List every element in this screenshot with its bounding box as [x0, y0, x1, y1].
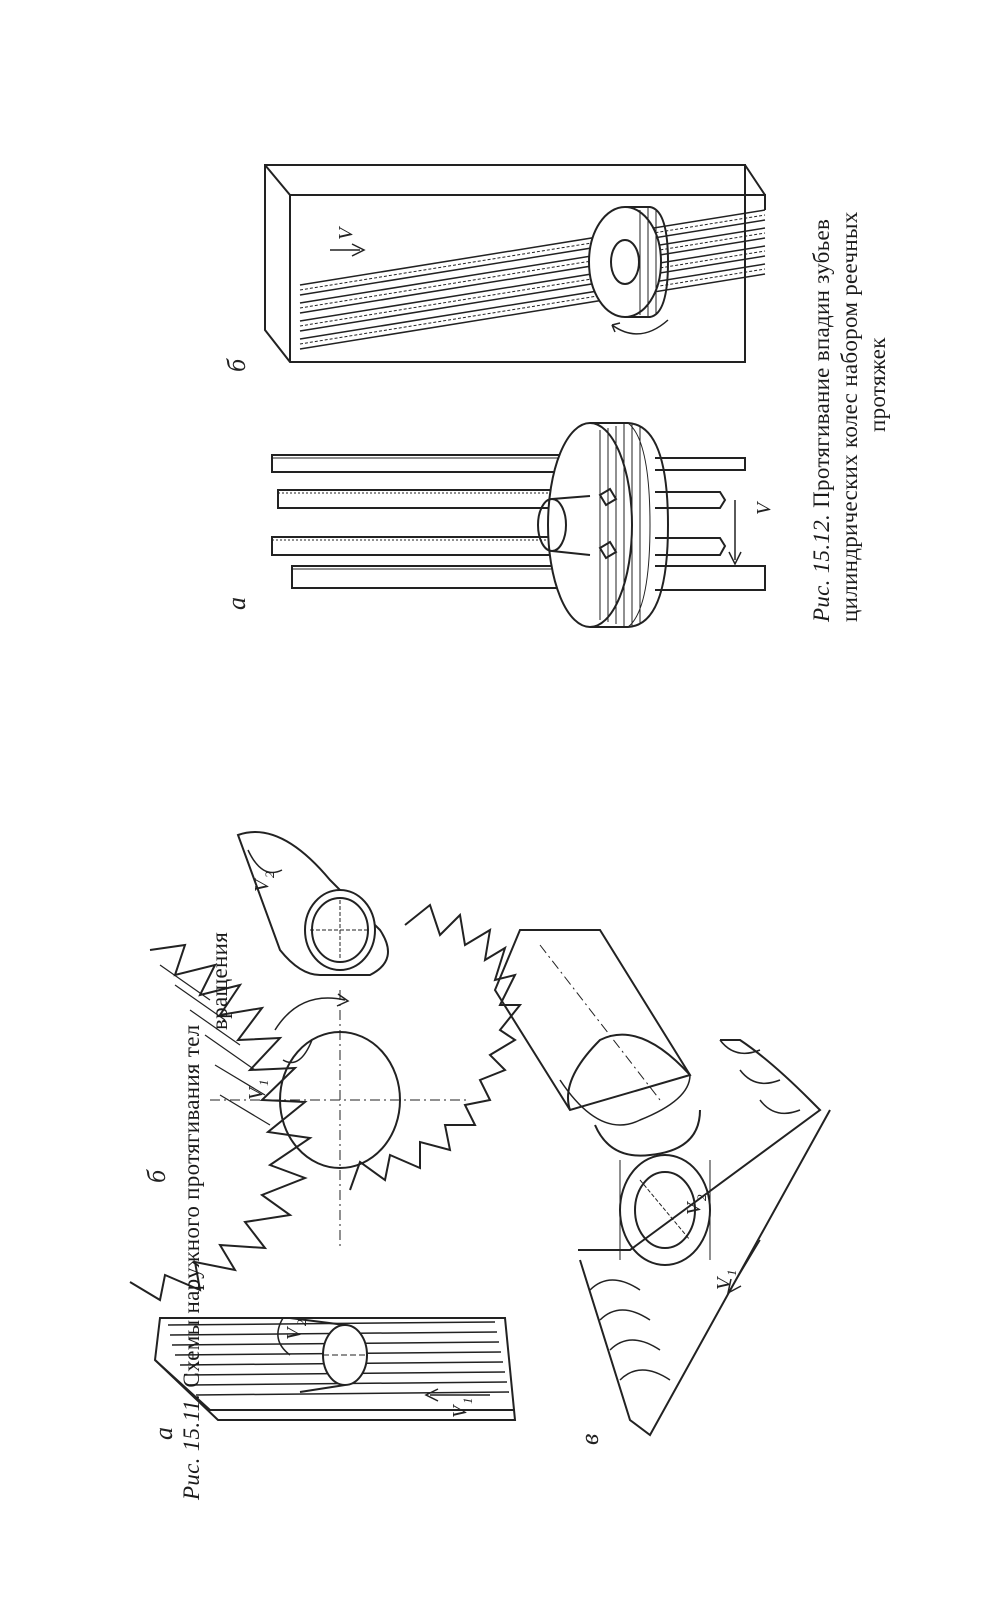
fig11-a-v2-sub: 2 — [294, 1319, 309, 1326]
fig11-caption: Рис. 15.11. Схемы наружного протягивания… — [178, 740, 234, 1500]
fig11-a-v1-label: V — [449, 1403, 471, 1418]
fig12-caption-line1: Протягивание впадин зубьев — [809, 218, 834, 508]
fig11-a-v1-sub: 1 — [460, 1398, 475, 1405]
fig11-a-v2-label: V — [283, 1325, 305, 1340]
fig11-v-motion-arrow — [726, 1239, 761, 1295]
fig11-v-v2-sub: 2 — [694, 1194, 709, 1201]
fig11-b-v2-sub: 2 — [262, 871, 277, 878]
fig12-caption-line2: цилиндрических колес набором реечных — [837, 211, 862, 623]
fig11-label-v: в — [575, 1434, 604, 1445]
fig12-caption-prefix: Рис. 15.12. — [809, 513, 834, 622]
fig11-v-v1-label: V — [713, 1275, 735, 1290]
fig11-label-b: б — [142, 1169, 171, 1183]
fig12-panel-a-drawing — [271, 422, 766, 628]
fig12-a-motion-arrow — [728, 500, 742, 566]
fig11-panel-a-drawing — [153, 1317, 517, 1421]
fig12-label-b: б — [222, 358, 251, 372]
fig11-b-v1-label: V — [245, 1085, 267, 1100]
figure-15-11 — [129, 831, 831, 1437]
fig11-caption-line2: вращения — [207, 931, 232, 1030]
fig11-caption-line1: Схемы наружного протягивания тел — [179, 1024, 204, 1388]
fig11-panel-v-drawing — [493, 929, 831, 1437]
fig12-b-v-label: V — [335, 225, 357, 240]
fig12-caption: Рис. 15.12. Протягивание впадин зубьев ц… — [808, 142, 892, 623]
fig12-caption-line3: протяжек — [865, 337, 890, 432]
fig11-label-a: а — [149, 1427, 178, 1440]
fig11-panel-b-drawing — [129, 831, 523, 1302]
fig11-caption-prefix: Рис. 15.11. — [179, 1393, 204, 1500]
fig11-a-motion-arrow — [424, 1388, 490, 1402]
figure-15-12 — [264, 164, 766, 628]
fig12-a-v-label: V — [753, 500, 775, 515]
fig11-b-v2-label: V — [251, 877, 273, 892]
fig11-b-v1-sub: 1 — [256, 1080, 271, 1087]
fig12-label-a: а — [222, 597, 251, 610]
fig11-v-v2-label: V — [683, 1200, 705, 1215]
fig11-v-v1-sub: 1 — [724, 1270, 739, 1277]
fig12-b-motion-arrow — [330, 243, 366, 257]
fig12-panel-b-drawing — [264, 164, 766, 363]
